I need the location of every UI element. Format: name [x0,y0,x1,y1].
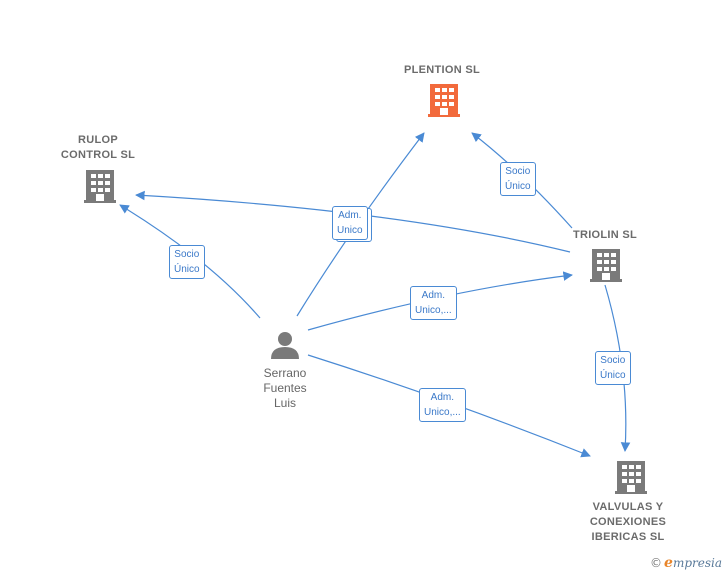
edge-label-adm-valvulas[interactable]: Adm. Unico,... [419,388,466,422]
edge-label-adm-triolin[interactable]: Adm. Unico,... [410,286,457,320]
node-label-line: Serrano [263,366,307,380]
node-label-triolin[interactable]: TRIOLIN SL [545,228,665,243]
edge-label-line: Único [174,264,200,275]
node-label-line: VALVULAS Y [592,501,664,513]
node-label-line: Fuentes [263,381,307,395]
node-label-line: TRIOLIN SL [572,229,638,241]
edge-label-line: Socio [600,355,626,366]
edge-label-line: Único [600,370,626,381]
edge-label-line: Unico,... [424,407,461,418]
edge-label-socio-valvulas[interactable]: Socio Único [595,351,631,385]
brand-footer: ©empresia [650,555,722,571]
node-label-rulop[interactable]: RULOP CONTROL SL [38,133,158,163]
edge-triolin-rulop [135,190,571,253]
node-label-line: RULOP [78,134,118,146]
edge-label-line: Socio [174,249,200,260]
node-label-line: CONEXIONES [589,516,667,528]
person-icon[interactable] [271,332,299,359]
brand-logo-text: mpresia [672,556,722,570]
edge-label-line: Único [505,181,531,192]
node-label-person[interactable]: Serrano Fuentes Luis [235,366,335,411]
edge-label-socio-plention[interactable]: Socio Único [500,162,536,196]
building-icon-rulop[interactable] [84,170,116,203]
edge-label-socio-rulop[interactable]: Socio Único [169,245,205,279]
edge-label-line: Unico,... [415,305,452,316]
node-label-line: IBERICAS SL [591,531,665,543]
node-label-line: CONTROL SL [60,149,136,161]
edge-label-line: Adm. [338,210,362,221]
edge-label-line: Unico [337,225,363,236]
node-label-line: PLENTION SL [403,64,481,76]
node-label-line: Luis [273,396,296,410]
building-icon-plention[interactable] [428,84,460,117]
node-label-valvulas[interactable]: VALVULAS Y CONEXIONES IBERICAS SL [568,500,688,545]
edge-label-line: Adm. [421,290,446,301]
building-icon-valvulas[interactable] [615,461,647,494]
node-label-plention[interactable]: PLENTION SL [382,63,502,78]
edge-label-line: Adm. [430,392,455,403]
building-icon-triolin[interactable] [590,249,622,282]
edge-label-adm-plention[interactable]: Adm. Unico [332,206,368,240]
copyright-icon: © [650,556,663,570]
edge-label-line: Socio [505,166,531,177]
brand-logo-e: e [664,555,673,571]
